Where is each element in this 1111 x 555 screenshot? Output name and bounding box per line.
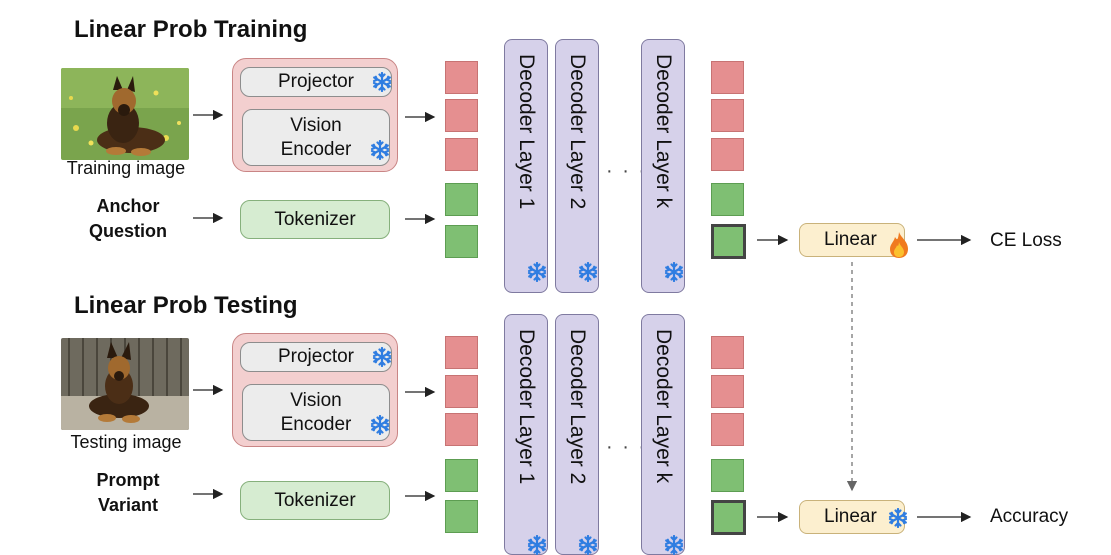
testing-decoder-layer-1-label: Decoder Layer 1 xyxy=(515,329,538,485)
prompt-variant-line-1: Prompt xyxy=(96,470,160,490)
training-vision-encoder-line-2: Encoder xyxy=(280,138,352,160)
testing-linear-head: Linear xyxy=(799,500,905,534)
snowflake-icon xyxy=(372,347,392,367)
testing-projector-label: Projector xyxy=(277,346,355,367)
snowflake-icon xyxy=(578,535,598,555)
training-image xyxy=(61,68,189,160)
training-vision-encoder-line-1: Vision xyxy=(290,114,342,136)
testing-image xyxy=(61,338,189,430)
testing-output-image-token xyxy=(711,375,744,408)
training-text-token xyxy=(445,225,478,258)
testing-output-image-token xyxy=(711,336,744,369)
training-decoder-layer-k: Decoder Layer k xyxy=(641,39,685,293)
training-output-text-token xyxy=(711,183,744,216)
testing-last-token xyxy=(711,500,746,535)
testing-output-text-token xyxy=(711,459,744,492)
testing-projector: Projector xyxy=(240,342,392,372)
snowflake-icon xyxy=(372,72,392,92)
training-projector: Projector xyxy=(240,67,392,97)
testing-title: Linear Prob Testing xyxy=(74,292,298,319)
testing-output-image-token xyxy=(711,413,744,446)
training-image-token xyxy=(445,61,478,94)
training-decoder-ellipsis: · · · xyxy=(606,160,648,182)
training-tokenizer: Tokenizer xyxy=(240,200,390,239)
testing-linear-label: Linear xyxy=(824,506,877,527)
prompt-variant-line-2: Variant xyxy=(97,495,159,515)
testing-decoder-layer-1: Decoder Layer 1 xyxy=(504,314,548,555)
testing-vision-encoder-line-2: Encoder xyxy=(280,413,352,435)
training-decoder-layer-2-label: Decoder Layer 2 xyxy=(566,54,589,210)
testing-image-token xyxy=(445,413,478,446)
training-decoder-layer-2: Decoder Layer 2 xyxy=(555,39,599,293)
training-vision-encoder: Vision Encoder xyxy=(242,109,390,166)
snowflake-icon xyxy=(370,140,390,160)
snowflake-icon xyxy=(370,415,390,435)
training-last-token xyxy=(711,224,746,259)
testing-image-caption: Testing image xyxy=(70,432,182,452)
training-linear-label: Linear xyxy=(824,229,877,250)
training-image-token xyxy=(445,99,478,132)
testing-decoder-layer-k: Decoder Layer k xyxy=(641,314,685,555)
testing-decoder-layer-k-label: Decoder Layer k xyxy=(652,329,675,484)
training-title: Linear Prob Training xyxy=(74,16,308,43)
training-linear-head: Linear xyxy=(799,223,905,257)
training-decoder-layer-k-label: Decoder Layer k xyxy=(652,54,675,209)
testing-decoder-ellipsis: · · · xyxy=(606,436,648,458)
testing-image-token xyxy=(445,375,478,408)
training-image-caption: Training image xyxy=(66,158,186,178)
testing-tokenizer: Tokenizer xyxy=(240,481,390,520)
testing-decoder-layer-2: Decoder Layer 2 xyxy=(555,314,599,555)
snowflake-icon xyxy=(664,262,684,282)
snowflake-icon xyxy=(578,262,598,282)
training-tokenizer-label: Tokenizer xyxy=(274,208,356,230)
anchor-question-label: Anchor Question xyxy=(73,194,183,244)
training-image-token xyxy=(445,138,478,171)
testing-image-token xyxy=(445,336,478,369)
testing-tokenizer-label: Tokenizer xyxy=(274,489,356,511)
testing-vision-encoder-line-1: Vision xyxy=(290,389,342,411)
fire-icon xyxy=(887,231,911,259)
snowflake-icon xyxy=(664,535,684,555)
testing-text-token xyxy=(445,459,478,492)
training-output-label: CE Loss xyxy=(990,230,1062,251)
training-decoder-layer-1-label: Decoder Layer 1 xyxy=(515,54,538,210)
training-text-token xyxy=(445,183,478,216)
snowflake-icon xyxy=(888,508,908,528)
testing-text-token xyxy=(445,500,478,533)
training-output-image-token xyxy=(711,99,744,132)
testing-vision-encoder: Vision Encoder xyxy=(242,384,390,441)
snowflake-icon xyxy=(527,535,547,555)
testing-decoder-layer-2-label: Decoder Layer 2 xyxy=(566,329,589,485)
anchor-question-line-1: Anchor xyxy=(96,196,160,216)
training-decoder-layer-1: Decoder Layer 1 xyxy=(504,39,548,293)
testing-output-label: Accuracy xyxy=(990,506,1069,527)
training-output-image-token xyxy=(711,61,744,94)
prompt-variant-label: Prompt Variant xyxy=(73,468,183,518)
training-output-image-token xyxy=(711,138,744,171)
training-projector-label: Projector xyxy=(277,71,355,92)
anchor-question-line-2: Question xyxy=(88,221,167,241)
snowflake-icon xyxy=(527,262,547,282)
